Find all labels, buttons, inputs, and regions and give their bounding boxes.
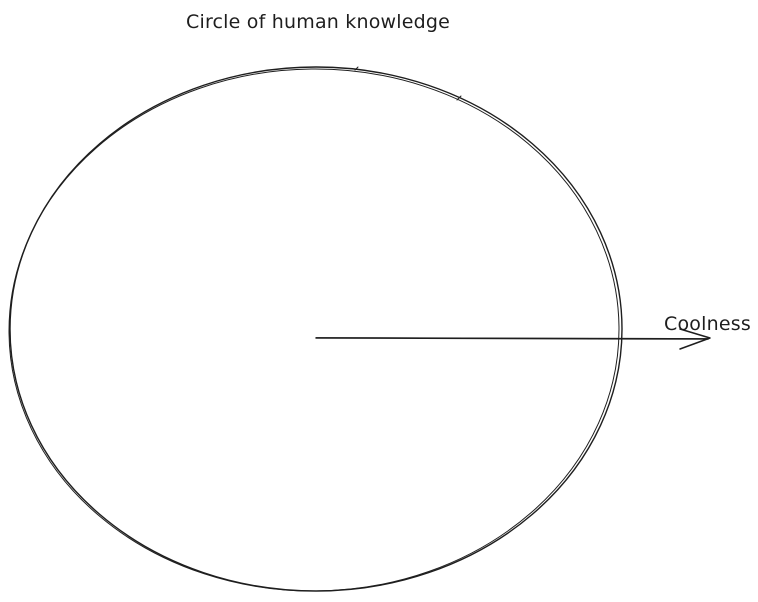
diagram-title: Circle of human knowledge — [186, 11, 450, 33]
coolness-arrow — [315, 328, 711, 350]
knowledge-circle — [8, 66, 623, 592]
arrow-label: Coolness — [664, 313, 751, 335]
